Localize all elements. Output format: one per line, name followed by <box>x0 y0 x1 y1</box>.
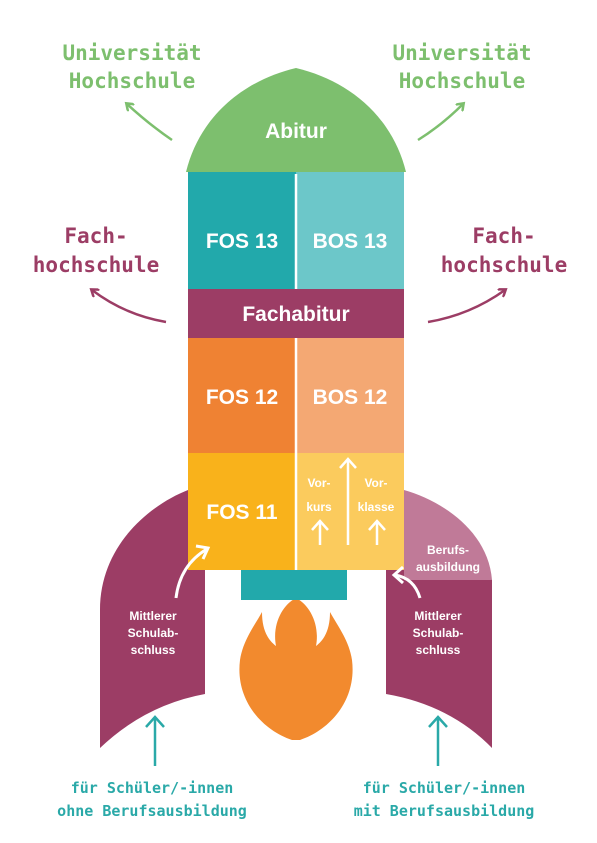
left-fin <box>100 490 205 748</box>
right-fin-label-line2: Schulab- <box>413 626 464 640</box>
bos13-block <box>296 172 404 289</box>
bottom-left-arrow-icon <box>145 715 165 766</box>
berufsausbildung-label-line2: ausbildung <box>416 560 480 574</box>
bottom-right-caption-line2: mit Berufsausbildung <box>354 802 535 820</box>
right-fin <box>386 570 492 748</box>
vorklasse-to-bos12-arrow-icon <box>339 457 357 545</box>
university-right-arrow-icon <box>417 104 463 142</box>
university-left-arrow-icon <box>127 104 173 142</box>
vorklasse-arrow-icon <box>368 519 386 545</box>
university-right-line1: Universität <box>392 41 531 65</box>
left-fin-label-line3: schluss <box>131 643 176 657</box>
abitur-label: Abitur <box>265 120 327 143</box>
vorkurs-label-line2: kurs <box>306 500 332 514</box>
fachabitur-label: Fachabitur <box>242 303 349 326</box>
university-left-line1: Universität <box>62 41 201 65</box>
university-right-line2: Hochschule <box>399 69 525 93</box>
bos13-label: BOS 13 <box>313 230 388 253</box>
bottom-right-arrow-icon <box>428 715 448 766</box>
vorklasse-label-line2: klasse <box>358 500 395 514</box>
fachhochschule-right-arrow-icon <box>427 290 505 324</box>
fos13-block <box>188 172 296 289</box>
vorklasse-label-line1: Vor- <box>364 476 387 490</box>
right-fin-upper <box>404 490 492 580</box>
vorkurs-arrow-icon <box>311 519 329 545</box>
bottom-right-caption-line1: für Schüler/-innen <box>363 779 526 797</box>
fachhochschule-right-line2: hochschule <box>441 253 567 277</box>
fachabitur-band <box>188 289 404 338</box>
vorkurs-label-line1: Vor- <box>307 476 330 490</box>
left-fin-curved-arrow-icon <box>174 544 211 599</box>
bottom-left-caption-line1: für Schüler/-innen <box>71 779 234 797</box>
fachhochschule-right-line1: Fach- <box>472 224 535 248</box>
fos13-label: FOS 13 <box>206 230 278 253</box>
fachhochschule-left-arrow-icon <box>92 290 167 324</box>
bos12-label: BOS 12 <box>313 386 388 409</box>
bottom-left-caption-line2: ohne Berufsausbildung <box>57 802 247 820</box>
flame <box>239 598 353 740</box>
right-fin-curved-arrow-icon <box>391 565 422 599</box>
berufsausbildung-label-line1: Berufs- <box>427 543 469 557</box>
right-fin-label-line3: schluss <box>416 643 461 657</box>
fos12-block <box>188 338 296 453</box>
left-fin-label-line1: Mittlerer <box>129 609 177 623</box>
fachhochschule-left-line1: Fach- <box>64 224 127 248</box>
vorklasse-block <box>296 453 404 570</box>
right-fin-label-line1: Mittlerer <box>414 609 462 623</box>
fos11-label: FOS 11 <box>206 501 278 524</box>
university-left-line2: Hochschule <box>69 69 195 93</box>
fachhochschule-left-line2: hochschule <box>33 253 159 277</box>
bos12-block <box>296 338 404 453</box>
left-fin-label-line2: Schulab- <box>128 626 179 640</box>
nozzle <box>241 570 347 600</box>
nose-cone <box>186 68 406 172</box>
fos12-label: FOS 12 <box>206 386 278 409</box>
